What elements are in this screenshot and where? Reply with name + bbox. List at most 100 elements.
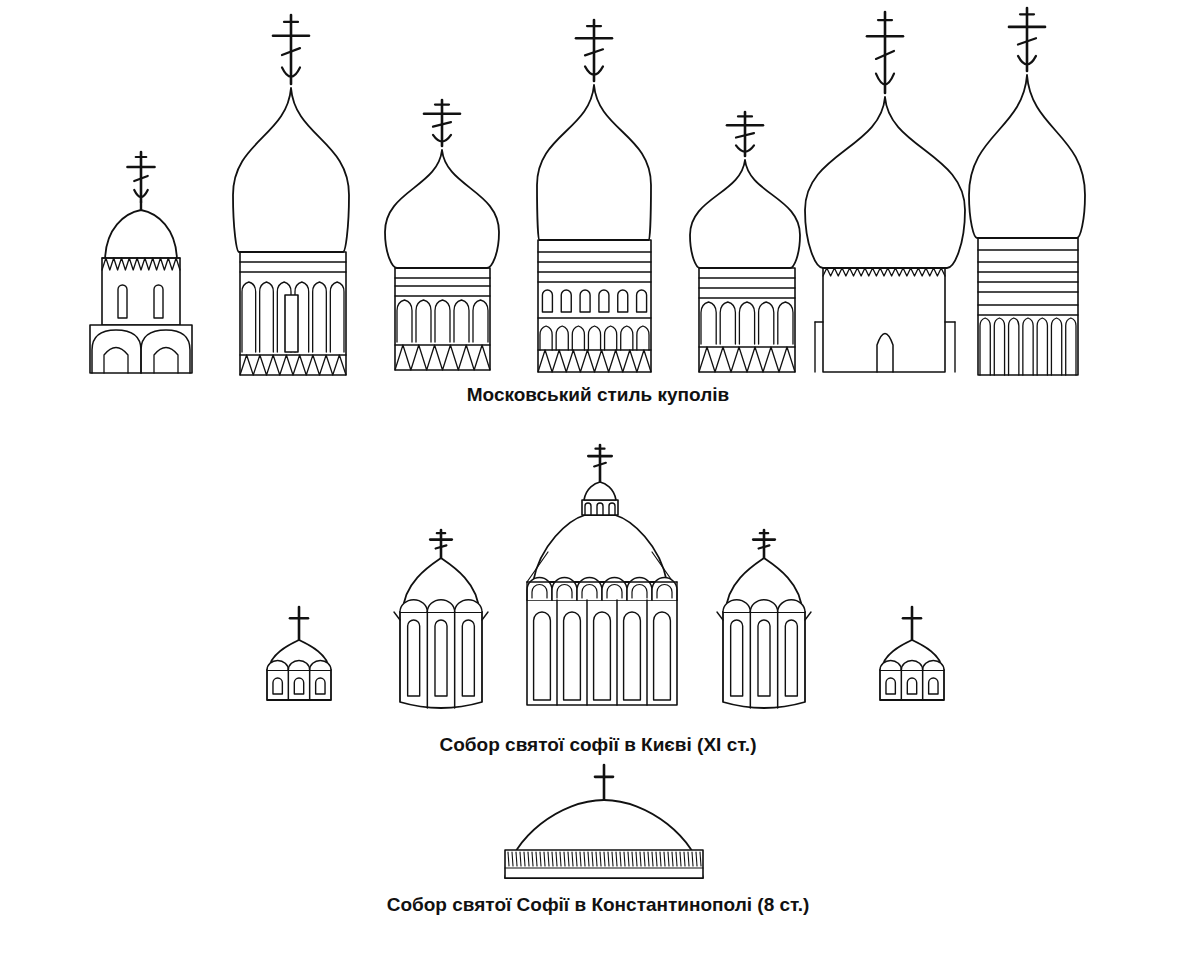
dome-line: [482, 612, 488, 620]
dome-line: [660, 852, 661, 866]
dome-line: [505, 800, 703, 878]
dome-line: [400, 612, 482, 708]
dome-line: [136, 156, 147, 158]
dome-line: [288, 660, 309, 670]
dome-line: [556, 852, 557, 866]
dome-line: [427, 612, 429, 708]
dome-line: [700, 852, 701, 866]
dome-line: [572, 326, 584, 350]
dome-line: [435, 300, 450, 342]
dome-line: [582, 500, 618, 515]
dome-line: [437, 532, 445, 534]
dome-line: [1018, 38, 1036, 44]
dome-line: [1018, 56, 1036, 65]
dome-line: [240, 354, 346, 355]
dome-line: [561, 290, 571, 312]
dome-line: [433, 135, 451, 142]
dome-line: [688, 852, 689, 866]
dome-line: [282, 48, 300, 55]
dome-line: [978, 249, 1078, 250]
dome-line: [922, 670, 924, 700]
dome-line: [520, 852, 521, 866]
dome-line: [267, 660, 288, 670]
dome-line: [696, 852, 697, 866]
dome-line: [538, 240, 651, 372]
dome-line: [699, 268, 795, 372]
dome-line: [433, 122, 451, 127]
dome-line: [637, 290, 647, 312]
dome-line: [699, 297, 795, 298]
dome-line: [978, 271, 1078, 272]
dome-line: [867, 35, 903, 38]
dome-line: [616, 600, 618, 705]
dome-line: [309, 670, 311, 700]
dome-line: [753, 538, 775, 541]
dome-line: [92, 330, 141, 373]
dome-line: [759, 302, 774, 344]
dome-line: [876, 51, 894, 59]
dome-line: [612, 852, 613, 866]
dome-line: [954, 322, 955, 372]
dome-line: [652, 578, 677, 601]
dome-line: [805, 97, 965, 268]
dome-line: [585, 66, 603, 74]
dome-line: [240, 355, 346, 375]
dome-line: [435, 103, 449, 105]
dome-line: [720, 302, 735, 344]
dome-line: [692, 852, 693, 866]
dome-line: [395, 295, 490, 296]
dome-line: [330, 282, 344, 352]
dome-line: [884, 12, 887, 93]
dome-line: [538, 350, 651, 372]
dome-line: [282, 67, 300, 76]
dome-line: [876, 74, 894, 85]
dome-line: [654, 612, 671, 700]
dome-line: [233, 88, 349, 252]
dome-line: [285, 295, 298, 352]
dome-line: [273, 34, 309, 37]
dome-line: [978, 261, 1078, 262]
dome-line: [516, 852, 517, 866]
dome-line: [505, 867, 703, 868]
dome-line: [584, 852, 585, 866]
dome-line: [527, 600, 677, 705]
dome-line: [395, 268, 490, 370]
dome-line: [672, 852, 673, 866]
dome-line: [608, 852, 609, 866]
dome-line: [727, 124, 763, 127]
dome-line: [607, 585, 622, 599]
dome-line: [978, 304, 1078, 305]
dome-line: [430, 538, 452, 541]
dome-line: [760, 532, 768, 534]
dome-line: [758, 620, 770, 696]
dome-line: [901, 670, 903, 700]
caption-text: Собор святої Софії в Константинополі (8 …: [0, 893, 1196, 917]
dome-line: [576, 852, 577, 866]
dome-line: [777, 612, 779, 708]
dome-line: [676, 582, 677, 600]
dome-line: [823, 268, 945, 276]
dome-line: [945, 321, 955, 322]
dome-line: [627, 578, 652, 601]
dome-line: [408, 620, 420, 696]
dome-line: [288, 670, 290, 700]
dome-line: [240, 252, 346, 375]
dome-line: [632, 585, 647, 599]
dome-line: [595, 448, 604, 450]
dome-line: [313, 282, 327, 352]
dome-line: [1051, 318, 1061, 375]
dome-line: [290, 617, 308, 620]
dome-line: [548, 852, 549, 866]
dome-line: [668, 852, 669, 866]
dome-line: [394, 612, 400, 620]
dome-line: [582, 585, 597, 599]
dome-line: [560, 852, 561, 866]
dome-line: [540, 852, 541, 866]
dome-line: [978, 291, 1078, 292]
dome-line: [587, 25, 601, 27]
dome-line: [134, 190, 148, 197]
dome-line: [759, 545, 770, 548]
dome-line: [969, 75, 1085, 238]
dome-line: [118, 285, 127, 318]
